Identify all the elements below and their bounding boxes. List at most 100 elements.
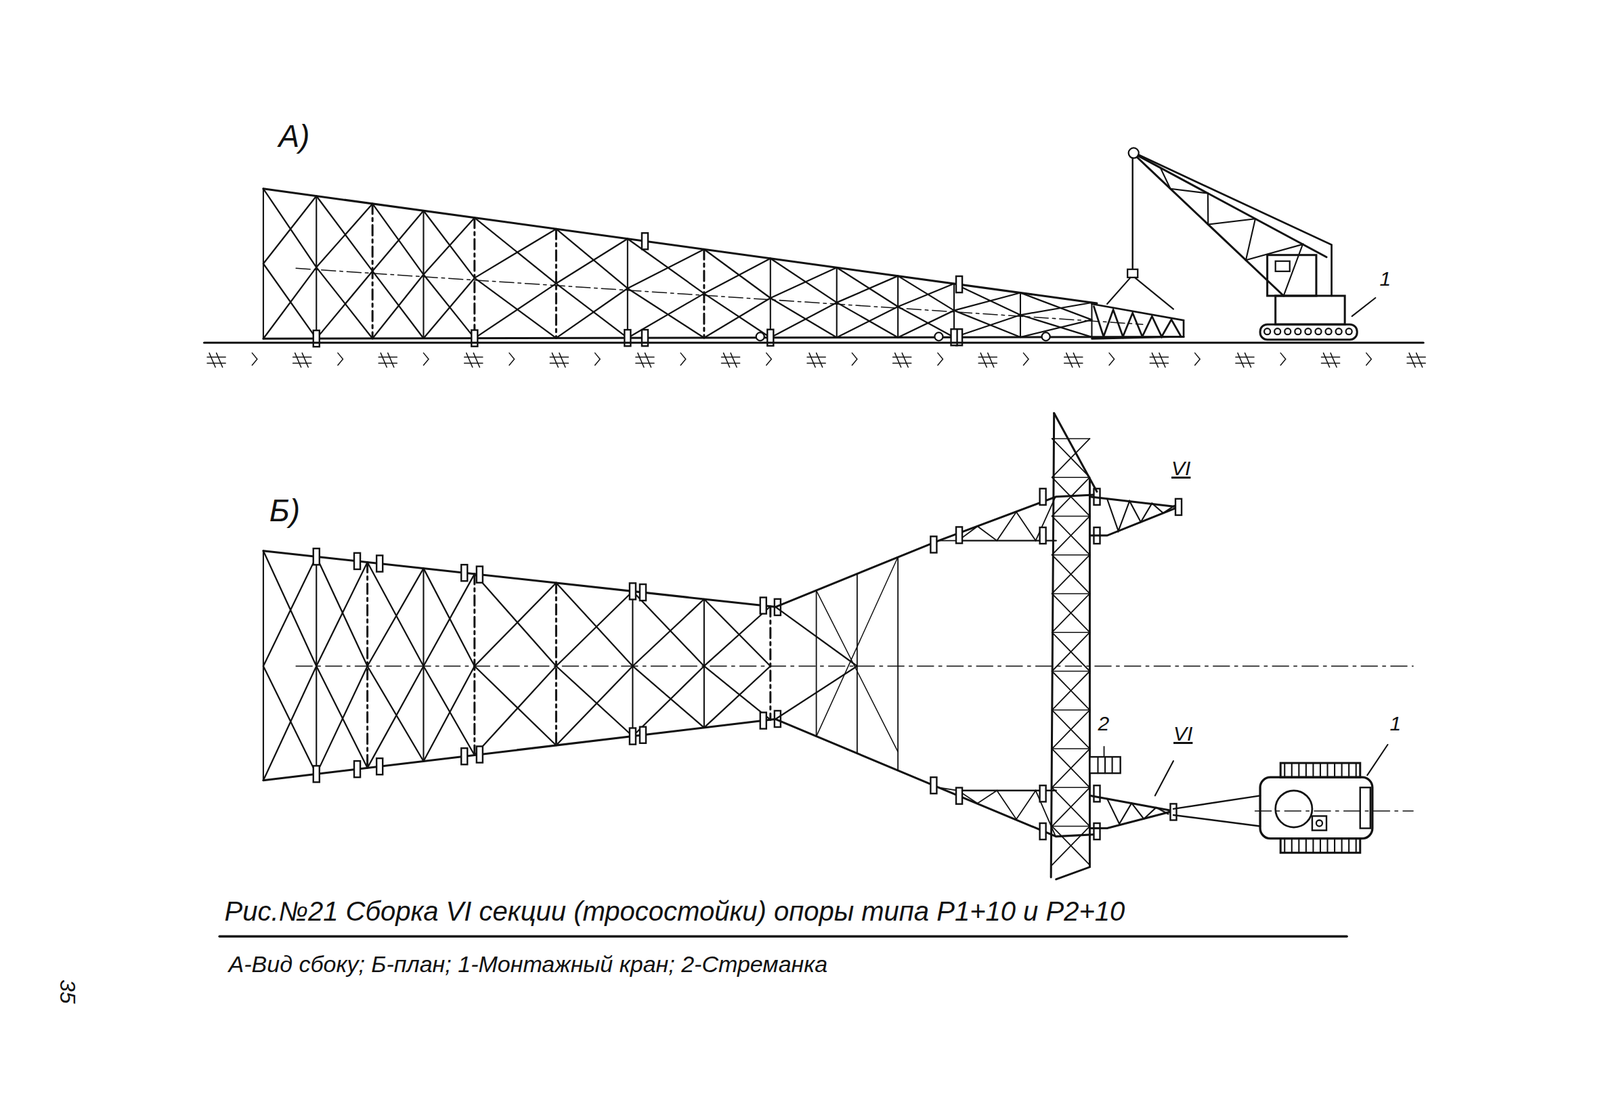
member-line bbox=[293, 362, 312, 365]
member-line bbox=[474, 582, 557, 667]
member-line bbox=[474, 574, 557, 667]
member-line bbox=[632, 666, 704, 737]
member-line bbox=[1052, 671, 1091, 673]
page-number: 35 bbox=[54, 979, 80, 1005]
member-line bbox=[631, 591, 634, 737]
member-line bbox=[1020, 314, 1092, 338]
member-line bbox=[316, 666, 367, 774]
member-line bbox=[555, 591, 633, 667]
member-line bbox=[1020, 302, 1092, 315]
member-line bbox=[555, 582, 558, 746]
member-line bbox=[851, 352, 858, 365]
member-line bbox=[1407, 362, 1426, 365]
member-line bbox=[769, 606, 772, 720]
part-shape bbox=[1093, 785, 1100, 802]
member-line bbox=[316, 556, 367, 667]
member-line bbox=[1367, 744, 1388, 776]
part-shape bbox=[1280, 838, 1361, 854]
part-shape bbox=[1312, 815, 1327, 831]
member-line bbox=[466, 352, 473, 367]
member-line bbox=[680, 352, 686, 365]
track-wheel bbox=[1274, 328, 1281, 335]
member-line bbox=[978, 356, 997, 359]
member-line bbox=[627, 288, 705, 338]
member-line bbox=[251, 352, 258, 365]
member-line bbox=[423, 666, 474, 755]
member-line bbox=[263, 188, 1097, 304]
member-line bbox=[209, 352, 216, 367]
member-line bbox=[474, 218, 557, 284]
member-line bbox=[815, 590, 818, 737]
member-line bbox=[464, 362, 483, 365]
part-shape bbox=[956, 276, 963, 293]
part-shape bbox=[476, 746, 483, 763]
member-line bbox=[1052, 477, 1091, 516]
part-shape bbox=[639, 584, 646, 601]
member-line bbox=[954, 310, 1021, 338]
member-line bbox=[770, 297, 837, 338]
member-line bbox=[1149, 356, 1169, 359]
member-line bbox=[1052, 554, 1091, 556]
member-line bbox=[549, 356, 569, 359]
part-shape bbox=[354, 553, 361, 570]
part-shape bbox=[639, 727, 646, 744]
cab-mark bbox=[1316, 819, 1323, 827]
member-line bbox=[1073, 352, 1080, 367]
member-line bbox=[1151, 352, 1158, 367]
member-line bbox=[1107, 277, 1131, 305]
member-line bbox=[1348, 838, 1350, 854]
member-line bbox=[372, 203, 424, 275]
member-line bbox=[1283, 838, 1286, 854]
member-line bbox=[367, 666, 424, 768]
member-line bbox=[1052, 515, 1091, 555]
member-line bbox=[980, 352, 987, 367]
member-line bbox=[1064, 362, 1083, 365]
member-line bbox=[836, 302, 898, 338]
member-line bbox=[632, 666, 704, 728]
member-line bbox=[316, 666, 367, 768]
part-shape bbox=[629, 582, 636, 600]
member-line bbox=[1052, 826, 1091, 866]
member-line bbox=[897, 276, 955, 311]
member-line bbox=[954, 292, 1021, 311]
member-line bbox=[1052, 787, 1091, 827]
member-line bbox=[204, 341, 1424, 344]
member-line bbox=[978, 362, 997, 365]
member-line bbox=[263, 719, 776, 781]
member-line bbox=[316, 203, 373, 268]
member-line bbox=[207, 356, 226, 359]
member-line bbox=[559, 352, 566, 367]
part-shape bbox=[1275, 295, 1345, 325]
member-line bbox=[770, 267, 837, 298]
member-line bbox=[1020, 319, 1092, 338]
member-line bbox=[1409, 352, 1416, 367]
member-line bbox=[1195, 352, 1201, 365]
member-line bbox=[635, 362, 655, 365]
member-line bbox=[1134, 153, 1332, 296]
member-line bbox=[423, 568, 474, 667]
member-line bbox=[954, 283, 1021, 315]
member-line bbox=[263, 188, 317, 268]
member-line bbox=[1283, 763, 1286, 778]
crane-track bbox=[1260, 324, 1357, 340]
member-line bbox=[1052, 438, 1091, 478]
member-line bbox=[1103, 746, 1106, 757]
member-line bbox=[836, 267, 898, 307]
member-line bbox=[856, 574, 858, 754]
member-line bbox=[704, 293, 771, 338]
member-line bbox=[1052, 748, 1091, 788]
member-line bbox=[1052, 710, 1091, 749]
member-line bbox=[1333, 838, 1336, 854]
member-line bbox=[816, 557, 899, 737]
member-line bbox=[1052, 671, 1091, 710]
member-line bbox=[1136, 155, 1327, 258]
callout-number: 2 bbox=[1098, 712, 1110, 737]
member-line bbox=[809, 352, 816, 367]
part-shape bbox=[313, 765, 320, 783]
member-line bbox=[1052, 787, 1091, 789]
member-line bbox=[474, 228, 557, 278]
member-line bbox=[721, 356, 740, 359]
part-shape bbox=[956, 526, 963, 544]
member-line bbox=[263, 551, 776, 608]
member-line bbox=[1052, 787, 1091, 827]
